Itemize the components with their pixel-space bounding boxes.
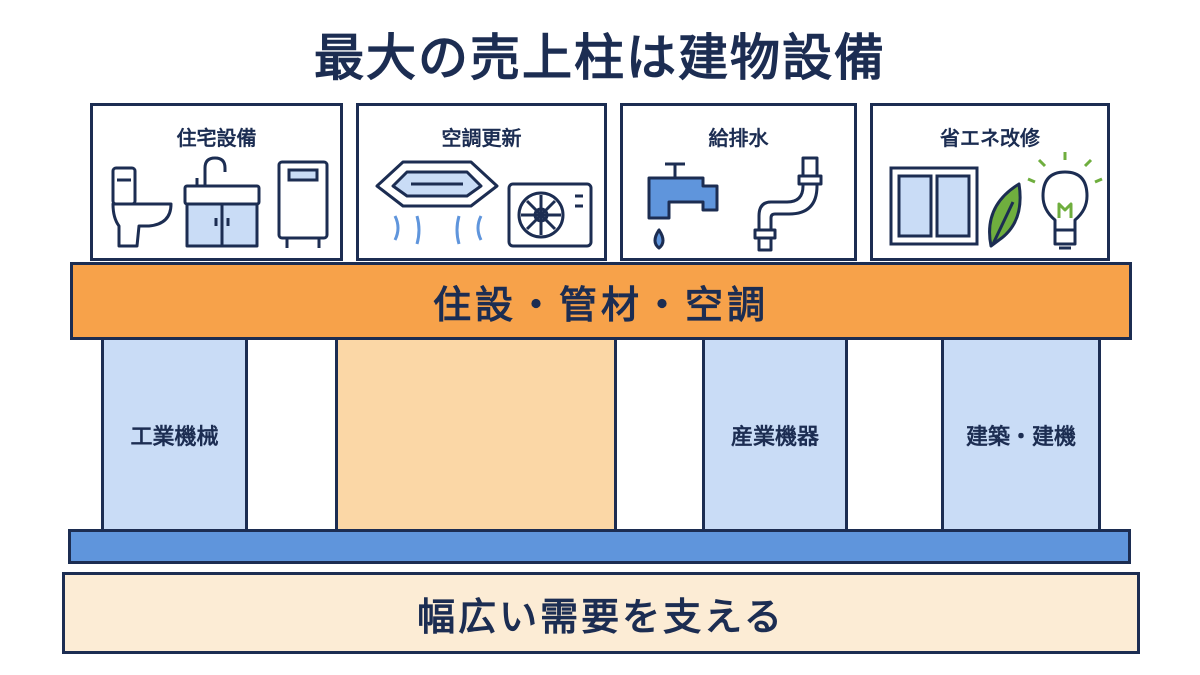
base-label: 幅広い需要を支える (417, 594, 785, 639)
card-housing-equipment: 住宅設備 (90, 103, 343, 261)
water-heater-icon (277, 160, 329, 248)
card-energy-saving-renovation: 省エネ改修 (870, 103, 1110, 261)
pipe-icon (753, 156, 823, 252)
window-icon (889, 166, 979, 246)
pillar-label (338, 340, 614, 530)
sink-cabinet-icon (183, 156, 261, 248)
lightbulb-icon (1027, 152, 1103, 250)
card-label: 空調更新 (441, 126, 522, 150)
stylobate (68, 529, 1131, 564)
pillar-label: 産業機器 (730, 425, 819, 450)
ac-outdoor-unit-icon (507, 182, 593, 248)
card-ac-renewal: 空調更新 (356, 103, 607, 261)
page-title: 最大の売上柱は建物設備 (314, 29, 886, 87)
pillar-label: 工業機械 (130, 425, 219, 450)
leaf-icon (988, 182, 1022, 248)
beam-label: 住設・管材・空調 (432, 282, 769, 327)
pillar-main (335, 340, 617, 530)
card-label: 住宅設備 (176, 126, 257, 150)
pillar-industrial-equipment: 産業機器 (702, 340, 848, 530)
card-label: 給排水 (708, 126, 769, 150)
foundation-base: 幅広い需要を支える (62, 572, 1140, 654)
faucet-icon (647, 162, 719, 250)
card-plumbing: 給排水 (620, 103, 857, 261)
toilet-icon (111, 166, 173, 248)
card-label: 省エネ改修 (940, 126, 1040, 150)
pillar-label: 建築・建機 (965, 425, 1076, 450)
main-beam: 住設・管材・空調 (70, 262, 1132, 340)
ceiling-ac-icon (375, 160, 499, 245)
pillar-construction-machinery: 建築・建機 (941, 340, 1101, 530)
pillar-industrial-machinery: 工業機械 (101, 340, 248, 530)
